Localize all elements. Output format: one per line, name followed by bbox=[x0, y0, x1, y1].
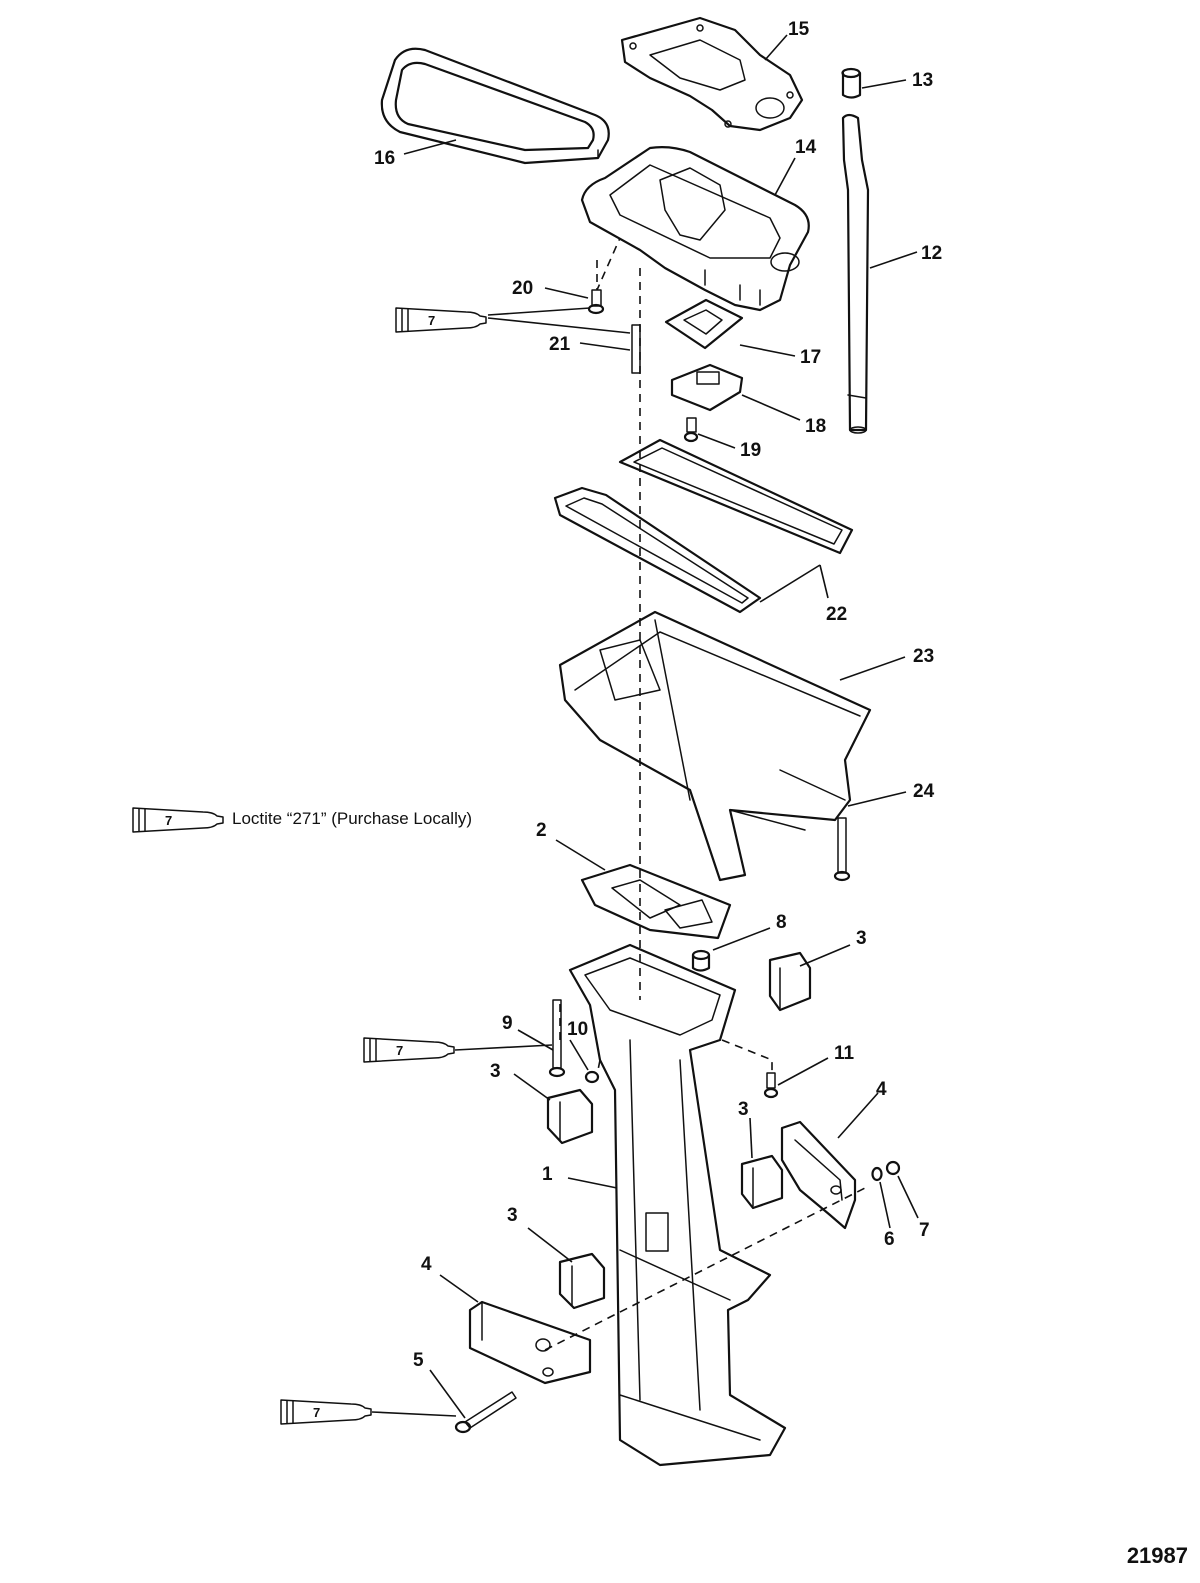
callout-1: 1 bbox=[542, 1164, 553, 1185]
exhaust-housing-part bbox=[558, 610, 872, 882]
mount-pad-3-right bbox=[740, 1154, 784, 1210]
callout-numbers: 16 15 13 14 12 20 21 17 18 19 22 23 24 2… bbox=[374, 19, 942, 1371]
screw-part-11 bbox=[763, 1072, 779, 1099]
tube-label-3: 7 bbox=[313, 1405, 320, 1420]
callout-10: 10 bbox=[567, 1019, 588, 1040]
stud-part-21 bbox=[631, 324, 641, 374]
sealant-tube-icon-1: 7 bbox=[395, 307, 487, 333]
callout-6: 6 bbox=[884, 1229, 895, 1250]
sealant-legend-icon: 7 bbox=[132, 807, 224, 833]
callout-15: 15 bbox=[788, 19, 810, 40]
callout-19: 19 bbox=[740, 440, 761, 461]
callout-3-left: 3 bbox=[490, 1061, 501, 1082]
callout-3-top: 3 bbox=[856, 928, 867, 949]
callout-18: 18 bbox=[805, 416, 826, 437]
seal-frame-part bbox=[380, 47, 610, 165]
tube-cap-part bbox=[841, 67, 862, 99]
nut-part-7 bbox=[885, 1160, 901, 1176]
assembly-dashed-lines bbox=[544, 237, 866, 1351]
driveshaft-housing-part bbox=[568, 943, 787, 1467]
callout-5: 5 bbox=[413, 1350, 424, 1371]
callout-4-right: 4 bbox=[876, 1079, 887, 1100]
adapter-plate-part bbox=[580, 146, 810, 312]
callout-3-lower: 3 bbox=[507, 1205, 518, 1226]
callout-14: 14 bbox=[795, 137, 817, 158]
callout-2: 2 bbox=[536, 820, 547, 841]
callout-4-left: 4 bbox=[421, 1254, 432, 1275]
callout-20: 20 bbox=[512, 278, 533, 299]
callout-22: 22 bbox=[826, 604, 847, 625]
callout-13: 13 bbox=[912, 70, 933, 91]
sealant-tube-icon-3: 7 bbox=[280, 1399, 372, 1425]
cover-plate-part bbox=[670, 363, 744, 412]
callout-9: 9 bbox=[502, 1013, 513, 1034]
sealant-tube-icon-2: 7 bbox=[363, 1037, 455, 1063]
washer-part-6 bbox=[871, 1166, 883, 1182]
gasket-pair-part bbox=[553, 438, 854, 614]
water-tube-part bbox=[841, 113, 870, 434]
plug-part bbox=[691, 949, 711, 972]
screw-part-20 bbox=[587, 289, 605, 315]
callout-23: 23 bbox=[913, 646, 934, 667]
callout-3-right: 3 bbox=[738, 1099, 749, 1120]
callout-8: 8 bbox=[776, 912, 787, 933]
tube-label-2: 7 bbox=[396, 1043, 403, 1058]
gasket-part-2 bbox=[580, 863, 732, 940]
nut-part-10 bbox=[584, 1070, 600, 1084]
figure-number: 21987 bbox=[1126, 1543, 1188, 1568]
gasket-part-15 bbox=[620, 16, 804, 132]
mount-pad-3-lower bbox=[558, 1252, 606, 1310]
callout-12: 12 bbox=[921, 243, 942, 264]
mount-pad-3-top bbox=[768, 951, 812, 1012]
mount-pad-3-left bbox=[546, 1088, 594, 1145]
sealant-legend-text: Loctite “271” (Purchase Locally) bbox=[232, 809, 473, 828]
leader-lines bbox=[371, 34, 919, 1419]
callout-17: 17 bbox=[800, 347, 821, 368]
callout-21: 21 bbox=[549, 334, 571, 355]
tube-label-1: 7 bbox=[428, 313, 435, 328]
callout-7: 7 bbox=[919, 1220, 930, 1241]
bolt-part-24 bbox=[833, 817, 851, 882]
bolt-part-9 bbox=[548, 999, 566, 1078]
callout-16: 16 bbox=[374, 148, 395, 169]
gasket-part-17 bbox=[664, 298, 744, 350]
callout-24: 24 bbox=[913, 781, 935, 802]
callout-11: 11 bbox=[834, 1043, 855, 1064]
bolt-part-5 bbox=[454, 1391, 517, 1434]
bracket-part-4-right bbox=[780, 1120, 857, 1230]
bracket-part-4-left bbox=[468, 1300, 592, 1385]
screw-part-19 bbox=[683, 417, 699, 443]
tube-label-legend: 7 bbox=[165, 813, 172, 828]
